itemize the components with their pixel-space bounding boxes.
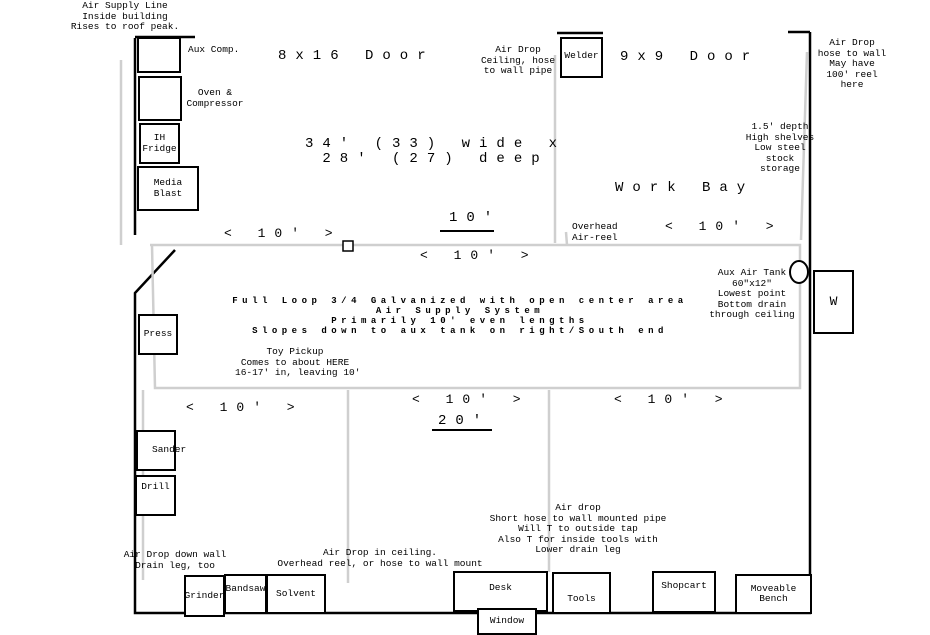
bandsaw-box: Bandsaw <box>224 574 267 614</box>
sander-box: Sander <box>136 430 186 471</box>
outer-wall <box>133 32 812 615</box>
note-air-drop-right: Air Drop hose to wall May have 100' reel… <box>817 37 887 90</box>
note-air-supply-line: Air Supply Line Inside building Rises to… <box>70 0 180 32</box>
span-10-label: < 10' > <box>665 219 783 234</box>
drill-box: Drill <box>135 475 176 516</box>
solvent-box: Solvent <box>266 574 326 614</box>
note-shelves: 1.5' depth High shelves Low steel stock … <box>745 121 815 174</box>
note-air-drop-ceiling: Air Drop Ceiling, hose to wall pipe <box>480 44 556 76</box>
air-reel-line <box>564 231 569 246</box>
door-8x16-label: 8x16 Door <box>278 48 435 64</box>
span-10-label: < 10' > <box>412 392 530 407</box>
tools-box: Tools <box>552 572 611 614</box>
work-bay-label: Work Bay <box>615 180 755 196</box>
oven-box <box>138 76 182 121</box>
note-overhead-reel: Overhead Air-reel <box>572 221 618 243</box>
span-10-label: < 10' > <box>186 400 304 415</box>
junction-marker <box>342 240 354 252</box>
dim-20-label: 20' <box>438 413 491 429</box>
note-toy-pickup: Toy Pickup Comes to about HERE 16-17' in… <box>235 346 361 378</box>
window-box: Window <box>477 608 537 635</box>
moveable-bench-box: Moveable Bench <box>735 574 812 614</box>
aux-comp-label: Aux Comp. <box>188 44 240 55</box>
aux-air-tank <box>789 260 809 284</box>
welder-box: Welder <box>560 37 603 78</box>
press-box: Press <box>138 314 178 355</box>
dimensions-label: 34' (33) wide x 28' (27) deep <box>305 136 567 167</box>
span-10-label: < 10' > <box>420 248 538 263</box>
door-9x9-label: 9x9 Door <box>620 49 760 65</box>
note-air-drop-short-hose: Air drop Short hose to wall mounted pipe… <box>489 502 667 555</box>
media-blast-box: Media Blast <box>137 166 199 211</box>
fridge-box: IH Fridge <box>139 123 180 164</box>
shopcart-box: Shopcart <box>652 571 716 613</box>
aux-comp-box <box>137 37 181 73</box>
desk-box: Desk <box>453 571 548 612</box>
note-air-drop-in-ceiling: Air Drop in ceiling. Overhead reel, or h… <box>277 547 483 569</box>
note-air-drop-down-wall: Air Drop down wall Drain leg, too <box>123 549 227 571</box>
note-aux-tank: Aux Air Tank 60"x12" Lowest point Bottom… <box>709 267 795 320</box>
oven-label: Oven & Compressor <box>186 87 244 109</box>
w-box: W <box>813 270 854 334</box>
note-air-loop: Full Loop 3/4 Galvanized with open cente… <box>232 296 688 336</box>
span-10-label: < 10' > <box>224 226 342 241</box>
span-10-label: < 10' > <box>614 392 732 407</box>
grinder-box: Grinder <box>184 575 225 617</box>
dim-10-label: 10' <box>449 210 502 226</box>
air-drop-line <box>799 51 809 241</box>
